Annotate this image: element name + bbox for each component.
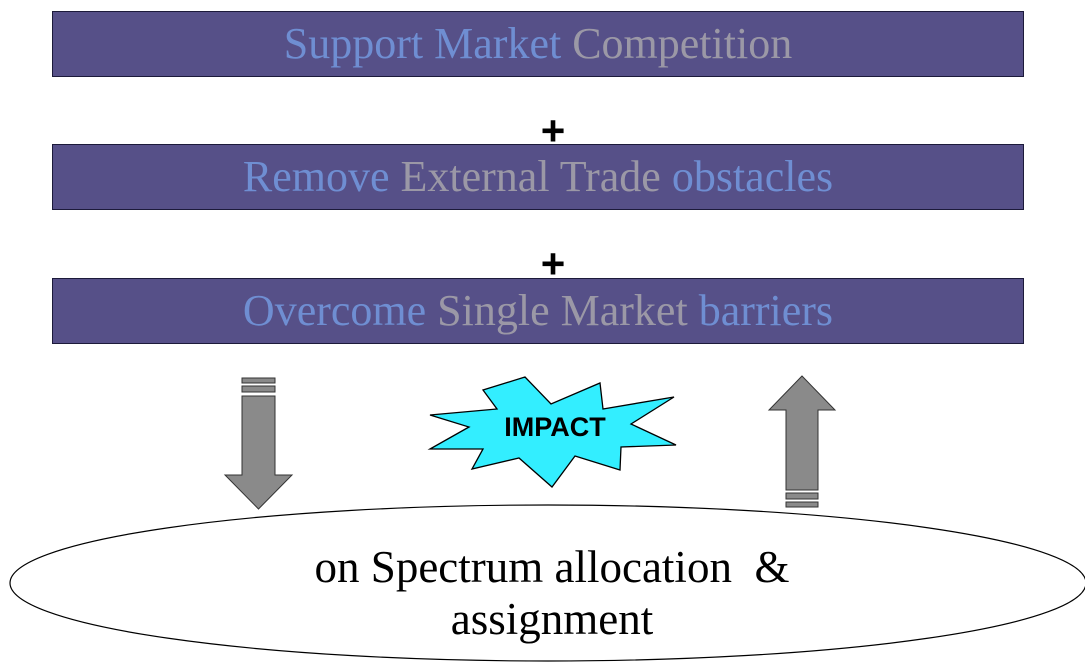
bar3-word-3: barriers bbox=[687, 286, 834, 335]
bar-support-market-competition: Support Market Competition bbox=[52, 11, 1024, 77]
arrow-up-icon bbox=[767, 375, 837, 508]
bar-remove-external-trade-obstacles: Remove External Trade obstacles bbox=[52, 144, 1024, 210]
bar1-word-1: Support Market bbox=[283, 19, 562, 68]
impact-label: IMPACT bbox=[504, 412, 606, 442]
arrow-down-icon bbox=[223, 377, 294, 510]
bar2-word-2: External Trade bbox=[389, 152, 661, 201]
bar2-word-1: Remove bbox=[242, 152, 390, 201]
bar2-word-3: obstacles bbox=[660, 152, 834, 201]
bar3-word-1: Overcome bbox=[242, 286, 427, 335]
starburst-icon bbox=[427, 376, 677, 488]
plus-sign-2: + bbox=[540, 240, 566, 287]
target-text-line-2: assignment bbox=[450, 594, 654, 644]
bar-overcome-single-market-barriers: Overcome Single Market barriers bbox=[52, 278, 1024, 344]
target-ellipse bbox=[9, 504, 1085, 662]
target-text-line-1: on Spectrum allocation & bbox=[314, 542, 790, 592]
bar3-word-2: Single Market bbox=[426, 286, 688, 335]
target-text: on Spectrum allocation & assignment bbox=[180, 541, 924, 645]
bar1-word-2: Competition bbox=[561, 19, 793, 68]
